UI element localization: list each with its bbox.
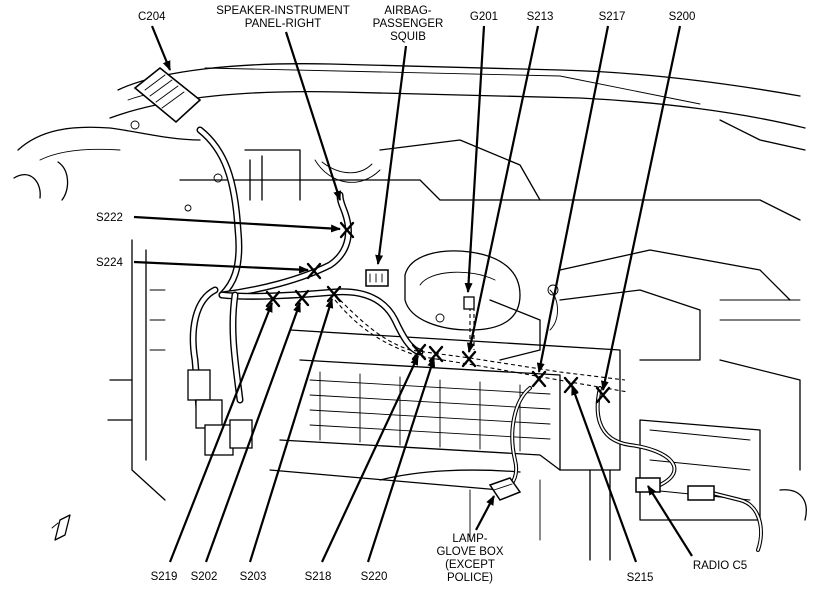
label-s215: S215: [627, 572, 654, 584]
label-airbag-line3: SQUIB: [390, 31, 426, 43]
leader-lines: [133, 25, 693, 563]
airbag-squib-connector-shape: [365, 269, 389, 287]
lamp-glove-box-shape: [488, 477, 522, 501]
splice-s215-mark: [563, 376, 579, 394]
label-lamp-line1: LAMP-: [452, 533, 487, 545]
label-s213: S213: [527, 11, 554, 23]
splice-s213-mark: [461, 350, 477, 368]
label-s203: S203: [240, 571, 267, 583]
label-speaker-line1: SPEAKER-INSTRUMENT: [216, 5, 350, 17]
splice-s224-mark: [306, 262, 322, 280]
label-s219: S219: [151, 571, 178, 583]
callout-labels: C204 SPEAKER-INSTRUMENT PANEL-RIGHT AIRB…: [96, 5, 747, 584]
label-s217: S217: [599, 11, 626, 23]
label-airbag-line1: AIRBAG-: [384, 5, 431, 17]
wire-harness: [189, 126, 763, 552]
g201-ground-shape: [463, 296, 475, 310]
label-lamp-line3: (EXCEPT: [445, 559, 495, 571]
instrument-panel-structure: [13, 63, 807, 561]
radio-c5-connector-shape: [635, 477, 715, 501]
label-s200: S200: [669, 11, 696, 23]
label-s218: S218: [305, 571, 332, 583]
label-s224: S224: [96, 257, 123, 269]
label-lamp-line4: POLICE): [447, 572, 493, 584]
label-radio-c5: RADIO C5: [693, 560, 747, 572]
c204-connector-shape: [133, 66, 202, 124]
label-s222: S222: [96, 212, 123, 224]
label-g201: G201: [470, 11, 498, 23]
splice-s222-mark: [339, 221, 355, 239]
label-lamp-line2: GLOVE BOX: [436, 546, 503, 558]
splice-s217-mark: [531, 370, 547, 388]
label-airbag-line2: PASSENGER: [373, 18, 444, 30]
label-s220: S220: [361, 571, 388, 583]
label-s202: S202: [191, 571, 218, 583]
left-connector-stack-shape: [187, 369, 253, 456]
label-c204: C204: [138, 11, 166, 23]
label-speaker-line2: PANEL-RIGHT: [245, 18, 321, 30]
connectors: [133, 66, 715, 501]
